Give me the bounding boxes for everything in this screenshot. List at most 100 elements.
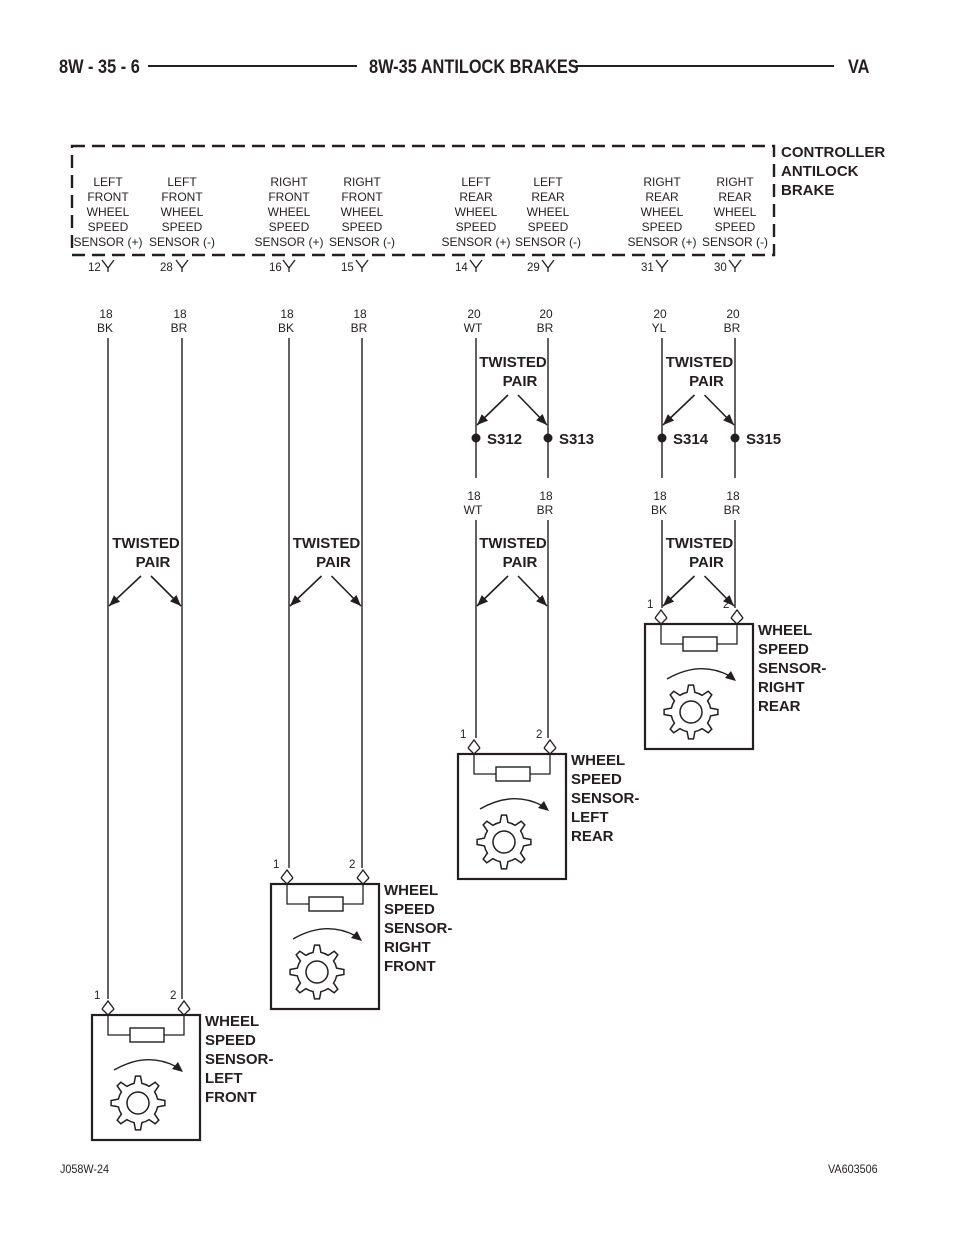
sensor-name-line: LEFT bbox=[205, 1070, 243, 1087]
pin-function-label: SENSOR (-) bbox=[149, 235, 215, 249]
sensor-pin-number: 2 bbox=[170, 990, 176, 1002]
rotation-arc bbox=[666, 667, 731, 680]
twist-arrowhead bbox=[536, 594, 547, 606]
sensor-pin-number: 1 bbox=[94, 990, 100, 1002]
pin-function-label: LEFT bbox=[461, 175, 491, 189]
controller-connector-symbol bbox=[655, 259, 669, 272]
splice-dot bbox=[471, 433, 481, 443]
cavity-number: 14 bbox=[455, 262, 468, 274]
twisted-pair-label: PAIR bbox=[503, 373, 538, 390]
sensor-circuit bbox=[467, 747, 557, 775]
twist-arrowhead bbox=[663, 595, 675, 606]
cavity-number: 15 bbox=[341, 262, 354, 274]
rotation-arrowhead bbox=[351, 931, 362, 941]
pin-function-label: SENSOR (+) bbox=[441, 235, 510, 249]
sensor-box bbox=[269, 882, 381, 1011]
sensor-name-line: SENSOR- bbox=[205, 1051, 273, 1068]
twisted-pair-label: PAIR bbox=[503, 554, 538, 571]
sensor-name-line: SENSOR- bbox=[571, 790, 639, 807]
sensor-name-line: SPEED bbox=[205, 1032, 256, 1049]
wire-gauge: 18 bbox=[653, 489, 667, 503]
splice-id: S312 bbox=[487, 431, 522, 448]
splice-dot bbox=[657, 433, 667, 443]
twisted-pair-label: PAIR bbox=[689, 554, 724, 571]
pin-function-label: SENSOR (+) bbox=[254, 235, 323, 249]
model-code: VA bbox=[848, 57, 870, 78]
controller-name-line: ANTILOCK bbox=[781, 163, 859, 180]
pin-function-label: WHEEL bbox=[714, 205, 757, 219]
twisted-pair-label: TWISTED bbox=[479, 535, 547, 552]
twisted-pair-label: TWISTED bbox=[666, 354, 734, 371]
wire-gauge: 18 bbox=[173, 307, 187, 321]
rotation-arrowhead bbox=[725, 671, 736, 681]
pin-function-label: WHEEL bbox=[641, 205, 684, 219]
pin-function-label: FRONT bbox=[341, 190, 383, 204]
gear-hub bbox=[492, 830, 516, 854]
wire-gauge: 18 bbox=[726, 489, 740, 503]
twisted-pair-label: TWISTED bbox=[479, 354, 547, 371]
twist-arrowhead bbox=[170, 595, 181, 606]
rotation-arc bbox=[479, 797, 544, 810]
sensor-name-line: LEFT bbox=[571, 809, 609, 826]
pin-function-label: SENSOR (-) bbox=[515, 235, 581, 249]
sensor-connector-symbol bbox=[543, 738, 557, 749]
sensor-box bbox=[643, 622, 755, 751]
sensor-name-line: RIGHT bbox=[758, 679, 805, 696]
pin-function-label: LEFT bbox=[93, 175, 123, 189]
pin-function-label: FRONT bbox=[268, 190, 310, 204]
pin-function-label: SPEED bbox=[715, 220, 756, 234]
pin-function-label: SENSOR (-) bbox=[329, 235, 395, 249]
twist-arrowhead bbox=[290, 595, 302, 606]
controller-connector-symbol bbox=[469, 259, 483, 272]
sensor-connector-symbol bbox=[654, 608, 668, 619]
controller-connector-symbol bbox=[282, 259, 296, 272]
controller-connector-symbol bbox=[355, 259, 369, 272]
sensor-name-line: RIGHT bbox=[384, 939, 431, 956]
pin-function-label: RIGHT bbox=[716, 175, 754, 189]
pin-function-label: SPEED bbox=[162, 220, 203, 234]
sensor-connector-symbol bbox=[730, 608, 744, 619]
twisted-pair-marker: TWISTED PAIR bbox=[476, 535, 548, 607]
pin-function-label: REAR bbox=[718, 190, 752, 204]
pin-function-label: SPEED bbox=[342, 220, 383, 234]
gear-icon bbox=[476, 814, 532, 870]
sensor-name-line: REAR bbox=[571, 828, 614, 845]
twist-arrowhead bbox=[350, 595, 361, 606]
gear-hub bbox=[679, 700, 703, 724]
wire-color: BK bbox=[278, 321, 294, 335]
pin-function-label: REAR bbox=[531, 190, 565, 204]
pin-function-label: WHEEL bbox=[87, 205, 130, 219]
pin-function-label: RIGHT bbox=[643, 175, 681, 189]
sensor-pin-number: 1 bbox=[460, 729, 466, 741]
sensor-pin-number: 1 bbox=[273, 859, 279, 871]
footer-right-code: VA603506 bbox=[828, 1162, 878, 1176]
controller-connector-symbol bbox=[541, 259, 555, 272]
footer-left-code: J058W-24 bbox=[60, 1162, 110, 1176]
twist-arrowhead bbox=[109, 595, 121, 606]
pin-function-label: SPEED bbox=[456, 220, 497, 234]
wire-color: BR bbox=[351, 321, 368, 335]
splice-id: S314 bbox=[673, 431, 709, 448]
wire-gauge: 20 bbox=[539, 307, 553, 321]
sensor-name-line: SENSOR- bbox=[384, 920, 452, 937]
controller-connector-symbol bbox=[175, 259, 189, 272]
sensor-connector-symbol bbox=[280, 868, 294, 879]
pin-function-label: REAR bbox=[645, 190, 679, 204]
sensor-name-line: WHEEL bbox=[758, 622, 812, 639]
sensor-name-line: SPEED bbox=[571, 771, 622, 788]
wire-color: WT bbox=[464, 503, 483, 517]
controller-name-line: BRAKE bbox=[781, 182, 834, 199]
twisted-pair-marker: TWISTED PAIR bbox=[476, 354, 548, 426]
pin-function-label: RIGHT bbox=[270, 175, 308, 189]
wire-color: BR bbox=[724, 321, 741, 335]
cavity-number: 16 bbox=[269, 262, 282, 274]
controller-name: CONTROLLER ANTILOCK BRAKE bbox=[781, 144, 885, 199]
